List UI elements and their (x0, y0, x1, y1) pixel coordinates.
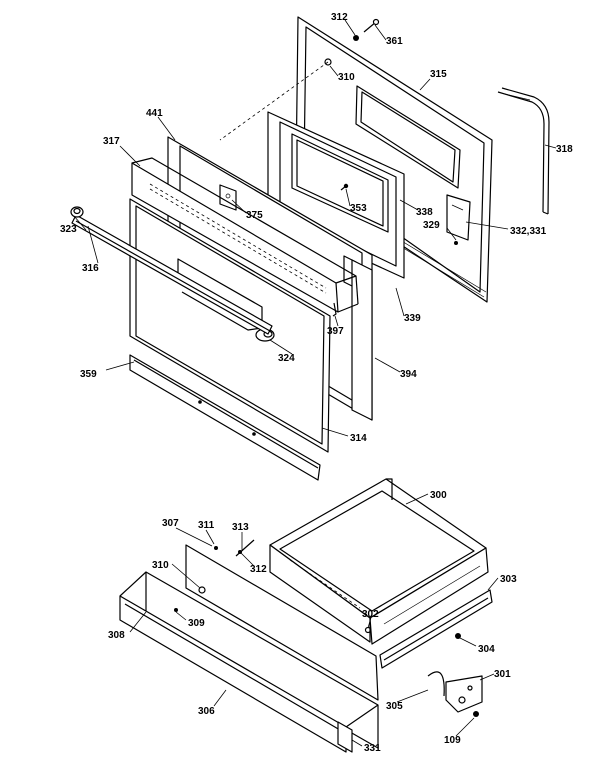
callout-397: 397 (327, 326, 344, 337)
bottom-fasteners (364, 626, 483, 717)
callout-300: 300 (430, 490, 447, 501)
drawer-body-300 (269, 478, 489, 645)
callout-329: 329 (423, 220, 440, 231)
callout-353: 353 (350, 203, 367, 214)
callout-109: 109 (444, 735, 461, 746)
callout-441: 441 (146, 108, 163, 119)
callout-310-bottom: 310 (152, 560, 169, 571)
callout-301: 301 (494, 669, 511, 680)
callout-307: 307 (162, 518, 179, 529)
callout-316: 316 (82, 263, 99, 274)
door-trim-strip-394 (351, 259, 373, 421)
callout-338: 338 (416, 207, 433, 218)
callout-309: 309 (188, 618, 205, 629)
drawer-front-308 (119, 571, 379, 753)
callout-318: 318 (556, 144, 573, 155)
callout-324: 324 (278, 353, 295, 364)
callout-labels: 312 361 310 315 318 441 317 375 353 338 … (60, 12, 573, 754)
door-liner-338 (267, 111, 405, 279)
door-bottom-trim-359 (129, 354, 321, 481)
callout-305: 305 (386, 701, 403, 712)
callout-317: 317 (103, 136, 120, 147)
callout-306: 306 (198, 706, 215, 717)
callout-361: 361 (386, 36, 403, 47)
callout-315: 315 (430, 69, 447, 80)
callout-375: 375 (246, 210, 263, 221)
callout-312-bottom: 312 (250, 564, 267, 575)
vent-trim-317 (131, 157, 359, 317)
callout-314: 314 (350, 433, 367, 444)
callout-304: 304 (478, 644, 495, 655)
callout-339: 339 (404, 313, 421, 324)
door-hinge-318 (497, 87, 550, 215)
callout-332-331: 332,331 (510, 226, 547, 237)
callout-394: 394 (400, 369, 417, 380)
drawer-slide-303 (379, 589, 493, 669)
callout-313: 313 (232, 522, 249, 533)
callout-359: 359 (80, 369, 97, 380)
top-fasteners (219, 18, 458, 245)
callout-323: 323 (60, 224, 77, 235)
callout-311: 311 (198, 520, 215, 531)
callout-302: 302 (362, 609, 379, 620)
callout-310-top: 310 (338, 72, 355, 83)
callout-303: 303 (500, 574, 517, 585)
leader-lines (73, 19, 557, 747)
callout-312-top: 312 (331, 12, 348, 23)
callout-308: 308 (108, 630, 125, 641)
callout-331: 331 (364, 743, 381, 754)
door-handle-316 (70, 206, 273, 335)
outer-door-panel-315 (295, 16, 493, 303)
